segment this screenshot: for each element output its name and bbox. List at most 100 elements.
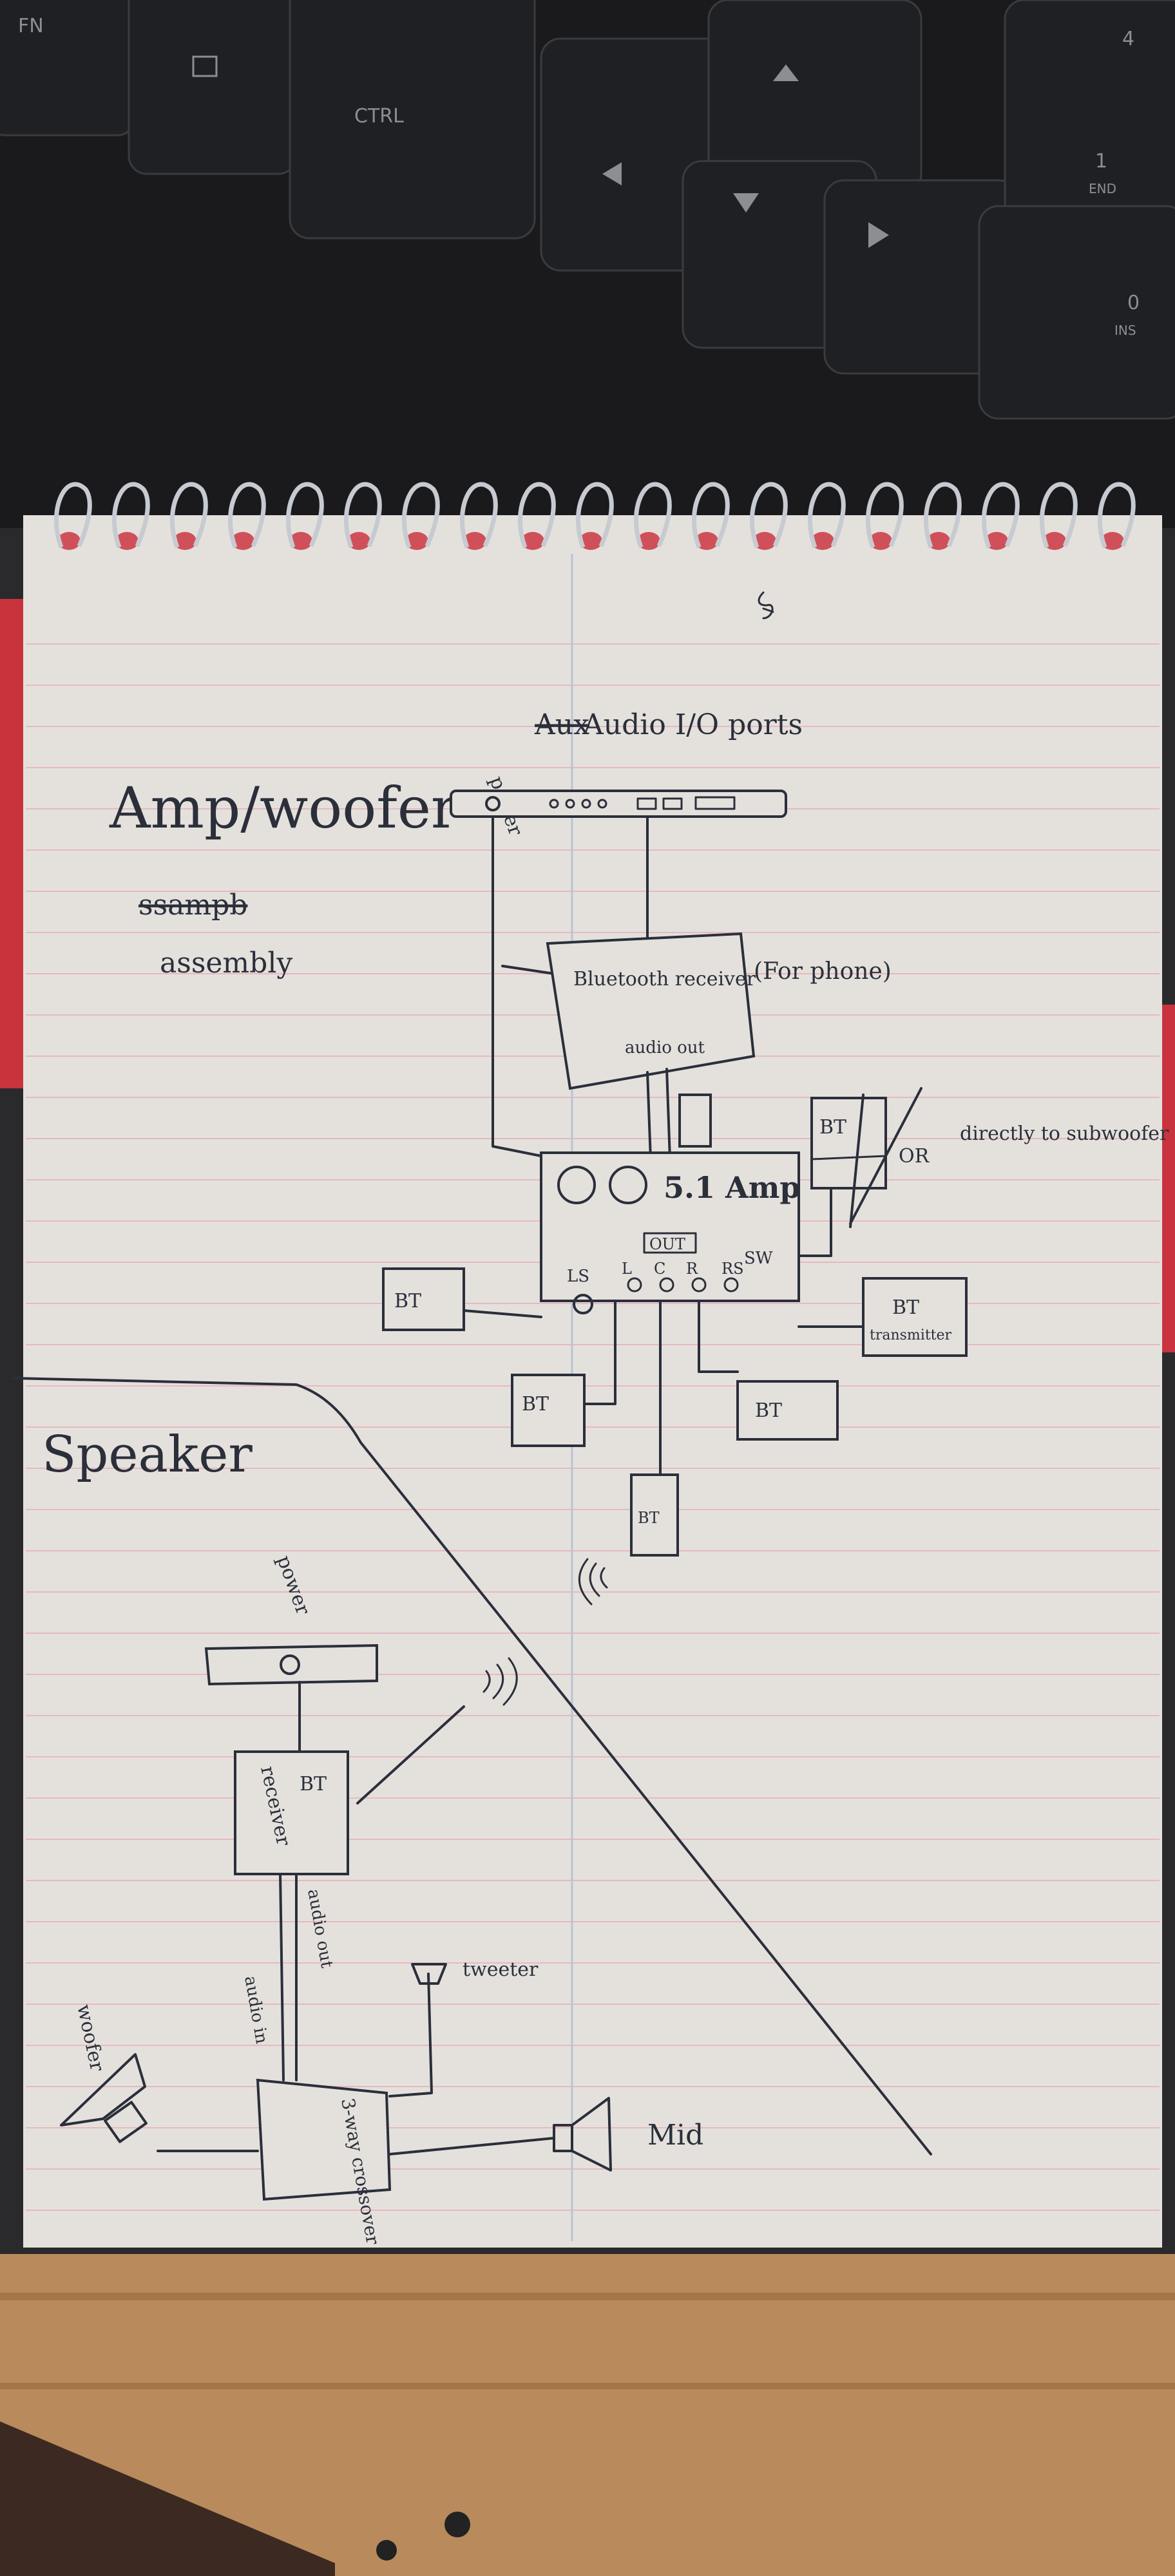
bluetooth-receiver-box [546, 932, 756, 1090]
spiral-ring [228, 482, 266, 549]
spiral-ring [924, 482, 962, 549]
speaker-wireless-icon [482, 1657, 518, 1706]
up-arrow-icon [773, 64, 799, 81]
spiral-ring [518, 482, 556, 549]
ls-jack-icon [573, 1294, 593, 1314]
spiral-hole [405, 532, 428, 550]
bt-label: BT [892, 1296, 919, 1319]
aux-struck-word: Aux [534, 708, 589, 741]
spiral-ring [344, 482, 382, 549]
bt-box-sw [810, 1097, 887, 1189]
spiral-hole [231, 532, 254, 550]
woofer-driver-icon [60, 2053, 146, 2126]
spiral-ring [634, 482, 672, 549]
spiral-hole [985, 532, 1008, 550]
bt-label: BT [300, 1773, 327, 1795]
spiral-hole [637, 532, 660, 550]
crossover-box [256, 2078, 392, 2201]
spiral-hole [695, 532, 718, 550]
scribbled-word: ssampb [139, 889, 247, 922]
spiral-hole [521, 532, 544, 550]
bt-label: BT [522, 1393, 549, 1416]
bt-label: BT [394, 1290, 421, 1312]
spiral-hole [927, 532, 950, 550]
channel-r-label: R [686, 1260, 698, 1278]
speaker-power-panel [204, 1643, 378, 1686]
spiral-ring [576, 482, 614, 549]
doodle-icon [758, 591, 774, 620]
assembly-label: assembly [160, 947, 292, 980]
bt-label: BT [638, 1509, 660, 1527]
spiral-ring [112, 482, 150, 549]
spiral-ring [402, 482, 440, 549]
spiral-hole [579, 532, 602, 550]
spiral-hole [811, 532, 834, 550]
menu-icon [192, 55, 218, 77]
or-label: OR [899, 1145, 930, 1168]
spiral-ring [1040, 482, 1078, 549]
spiral-ring [460, 482, 498, 549]
fn-key-label: FN [18, 15, 44, 37]
numpad-ins-label: INS [1114, 323, 1136, 338]
channel-sw-label: SW [744, 1249, 773, 1268]
spiral-hole [115, 532, 139, 550]
spiral-ring [750, 482, 788, 549]
bt-label: BT [819, 1116, 846, 1139]
numpad-0-label: 0 [1127, 292, 1140, 314]
tweeter-icon [411, 1963, 447, 1985]
bt-transmitter-label: transmitter [870, 1327, 952, 1343]
spiral-hole [289, 532, 312, 550]
inline-adapter [678, 1094, 712, 1148]
speaker-power-port-icon [280, 1654, 300, 1675]
spiral-ring [1098, 482, 1136, 549]
spiral-hole [57, 532, 81, 550]
amp-woofer-diagram: Amp/woofer ssampb assembly Aux Audio I/O… [109, 708, 1175, 1605]
bt-box-ls [382, 1267, 465, 1331]
numpad-1-key [1004, 0, 1175, 233]
numpad-0-key [978, 205, 1175, 420]
keyboard: FN CTRL 1 END 0 INS 4 [0, 0, 1175, 528]
audio-io-ports-label: Audio I/O ports [582, 708, 803, 741]
channel-rs-label: RS [721, 1260, 744, 1278]
desk-shadow [0, 2421, 335, 2576]
power-port-icon [485, 796, 501, 811]
ctrl-key [289, 0, 536, 240]
spiral-ring [54, 482, 92, 549]
left-arrow-icon [602, 162, 622, 185]
out-label: OUT [649, 1235, 685, 1253]
spiral-binding [54, 482, 1136, 550]
power-wire [492, 815, 542, 1157]
numpad-1-label: 1 [1095, 150, 1107, 173]
channel-l-label: L [622, 1260, 632, 1278]
menu-key [128, 0, 298, 175]
channel-ls-label: LS [567, 1267, 589, 1286]
directly-label: directly to subwoofer driver [960, 1122, 1175, 1145]
ctrl-key-label: CTRL [354, 105, 404, 128]
spiral-hole [347, 532, 370, 550]
speaker-bt-receiver-box [234, 1750, 349, 1875]
spiral-ring [866, 482, 904, 549]
audio-out-label: audio out [625, 1038, 705, 1057]
spiral-hole [1043, 532, 1066, 550]
channel-c-label: C [654, 1260, 665, 1278]
speaker-heading: Speaker [42, 1426, 253, 1484]
spiral-hole [1101, 532, 1124, 550]
numpad-end-label: END [1089, 181, 1116, 196]
amp-knob-icon [609, 1166, 647, 1204]
bt-label: BT [755, 1399, 782, 1422]
spiral-hole [753, 532, 776, 550]
io-port-panel [450, 790, 787, 818]
out-box [643, 1232, 697, 1254]
amp-box [540, 1151, 800, 1302]
down-arrow-icon [733, 193, 759, 213]
numpad-4-label: 4 [1122, 28, 1134, 50]
mid-driver-icon [553, 2124, 573, 2152]
bt-box-c [630, 1473, 679, 1557]
spiral-hole [869, 532, 892, 550]
bt-box-l [511, 1374, 586, 1447]
spiral-ring [692, 482, 730, 549]
for-phone-label: (For phone) [754, 958, 892, 985]
spiral-ring [808, 482, 846, 549]
spiral-hole [173, 532, 196, 550]
